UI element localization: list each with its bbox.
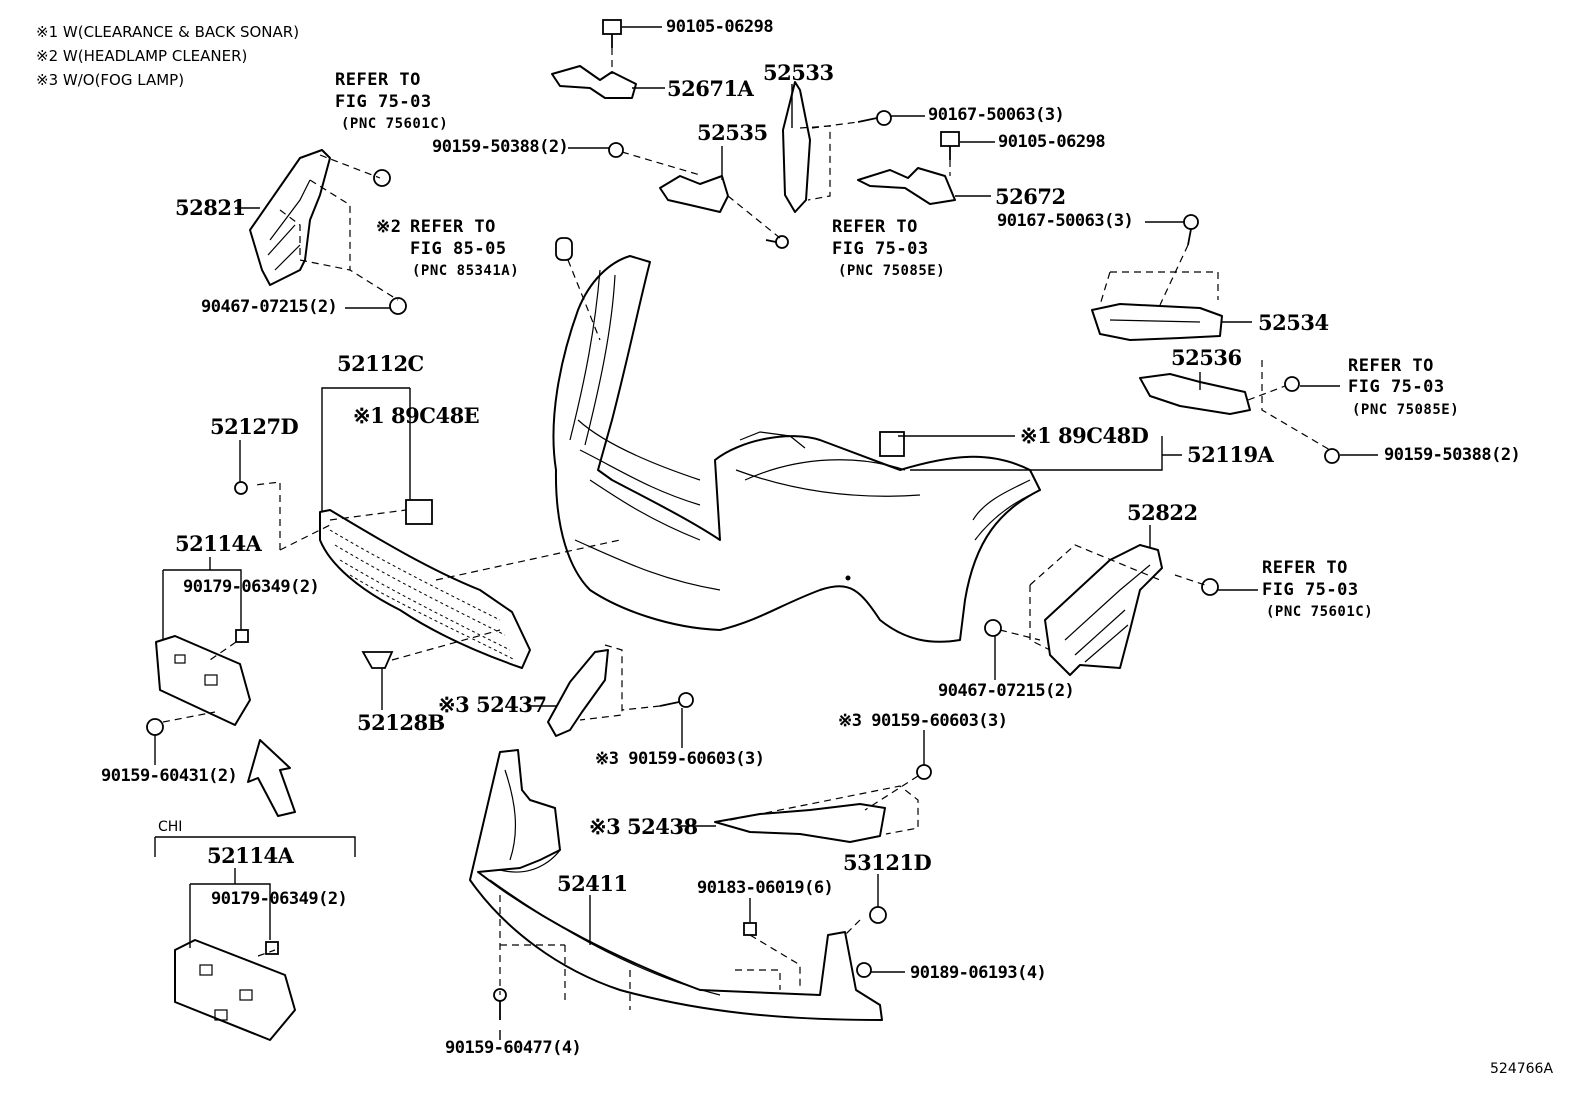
note-3: ※3 W/O(FOG LAMP) [36,71,185,89]
part-label-90159-50388-left: 90159-50388(2) [432,137,569,157]
part-label-90159-50388-right: 90159-50388(2) [1384,445,1521,465]
part-label-52536: 52536 [1171,345,1242,370]
refer-prefix: ※2 [376,217,402,237]
part-label-90159-60603-lower: ※3 90159-60603(3) [595,749,765,769]
lower-grille-drawing [319,509,531,669]
license-bracket-upper-drawing [155,635,251,726]
part-label-52438: ※3 52438 [589,814,698,839]
note-1: ※1 W(CLEARANCE & BACK SONAR) [36,23,300,41]
refer-line-3: (PNC 75085E) [838,263,946,279]
refer-line-2: FIG 75-03 [335,92,432,112]
refer-line-3: (PNC 75601C) [341,116,449,132]
part-label-52119a: 52119A [1187,442,1274,467]
part-label-52411: 52411 [557,871,628,896]
part-label-52114a-upper: 52114A [175,531,262,556]
refer-line-1: REFER TO [335,70,421,90]
part-label-90467-07215-left: 90467-07215(2) [201,297,338,317]
figure-id: 524766A [1490,1061,1554,1077]
part-label-52127d: 52127D [210,414,299,439]
refer-line-1: REFER TO [410,217,496,237]
region-label-chi: CHI [158,819,183,835]
note-2: ※2 W(HEADLAMP CLEANER) [36,47,248,65]
refer-line-3: (PNC 75085E) [1352,402,1460,418]
refer-line-2: FIG 75-03 [832,239,929,259]
part-label-90467-07215-right: 90467-07215(2) [938,681,1075,701]
part-label-52112c: 52112C [337,351,424,376]
bumper-cover-drawing [552,255,1041,643]
part-label-90167-50063-upper: 90167-50063(3) [928,105,1065,125]
lower-spoiler-drawing [469,749,883,1021]
part-label-52128b: 52128B [357,710,445,735]
part-label-90159-60431: 90159-60431(2) [101,766,238,786]
bracket-52535-drawing [659,175,729,213]
part-label-52671a: 52671A [667,76,754,101]
license-bracket-lower-drawing [174,939,296,1041]
part-label-52437: ※3 52437 [438,692,547,717]
part-label-53121d: 53121D [843,850,932,875]
bracket-52671a-drawing [551,65,637,99]
right-retainer-drawing [1044,544,1163,676]
refer-line-1: REFER TO [1262,558,1348,578]
part-label-90105-06298-top: 90105-06298 [666,17,774,37]
dashed-guides [162,48,1331,1010]
part-label-90105-06298-right: 90105-06298 [998,132,1106,152]
direction-arrow [247,739,296,817]
part-label-90167-50063-lower: 90167-50063(3) [997,211,1134,231]
bracket-52437-drawing [547,649,609,737]
bracket-52672-drawing [857,167,956,205]
fasteners-drawing [146,19,1340,1020]
part-label-52534: 52534 [1258,310,1329,335]
part-label-90179-06349-lower: 90179-06349(2) [211,889,348,909]
part-label-90159-60477: 90159-60477(4) [445,1038,582,1058]
part-label-90159-60603-upper: ※3 90159-60603(3) [838,711,1008,731]
refer-line-2: FIG 85-05 [410,239,507,259]
refer-line-1: REFER TO [1348,356,1434,376]
part-label-52672: 52672 [995,184,1066,209]
part-label-52821: 52821 [175,195,246,220]
bracket-52438-drawing [714,803,886,843]
bracket-52534-drawing [1091,303,1223,341]
refer-line-2: FIG 75-03 [1262,580,1359,600]
part-label-90189-06193: 90189-06193(4) [910,963,1047,983]
leader-lines [154,26,1378,1040]
bracket-52536-drawing [1139,373,1251,415]
refer-line-3: (PNC 85341A) [412,263,520,279]
refer-line-3: (PNC 75601C) [1266,604,1374,620]
refer-line-2: FIG 75-03 [1348,377,1445,397]
part-label-52822: 52822 [1127,500,1198,525]
part-label-52114a-lower: 52114A [207,843,294,868]
refer-line-1: REFER TO [832,217,918,237]
part-label-89c48d: ※1 89C48D [1020,423,1149,448]
part-label-52535: 52535 [697,120,768,145]
part-label-90183-06019: 90183-06019(6) [697,878,834,898]
bracket-52533-drawing [782,81,811,213]
part-label-89c48e: ※1 89C48E [353,403,480,428]
part-label-52533: 52533 [763,60,834,85]
part-label-90179-06349-upper: 90179-06349(2) [183,577,320,597]
